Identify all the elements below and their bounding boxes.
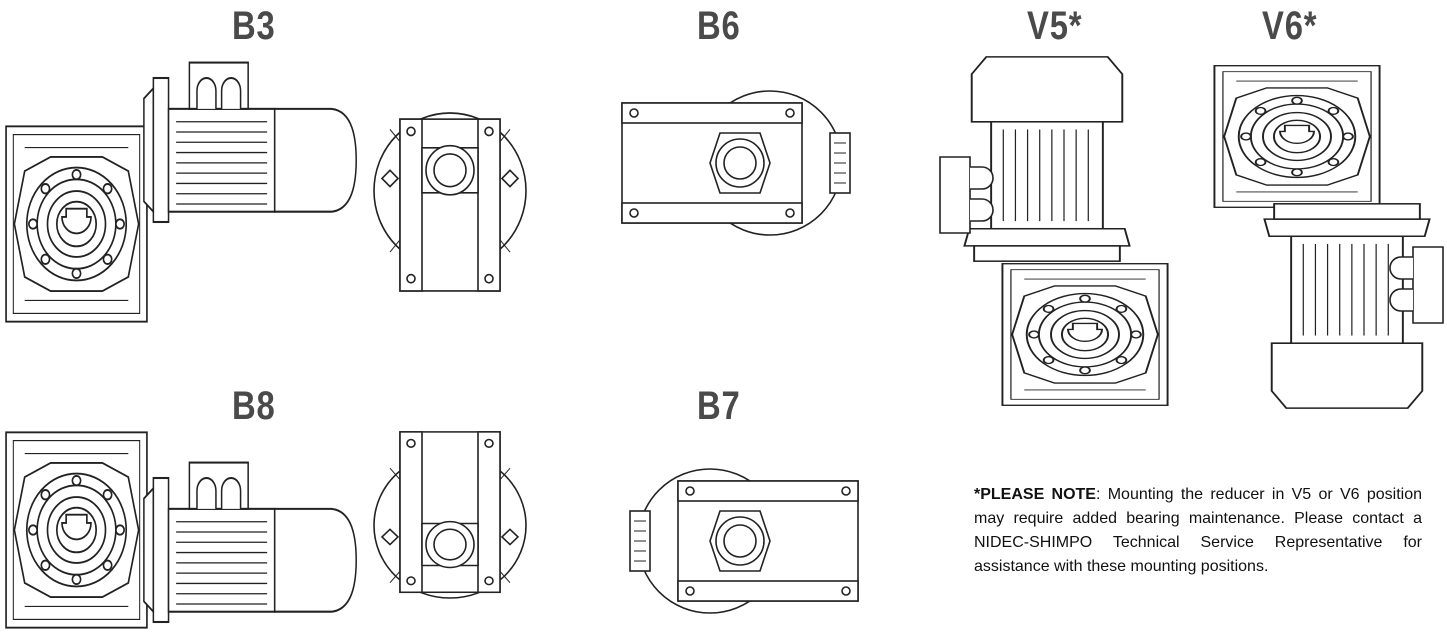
label-v5: V5* [1027, 4, 1083, 48]
v6-gearbox [1212, 64, 1382, 209]
v6-junction-box [1385, 245, 1445, 325]
b7-top-view [620, 466, 860, 616]
b8-motor [142, 460, 360, 640]
note-prefix: *PLEASE NOTE [974, 486, 1096, 503]
b8-end-view [370, 430, 530, 640]
b3-end-view [370, 68, 530, 293]
label-b7: B7 [697, 384, 741, 428]
label-b8: B8 [232, 384, 276, 428]
b6-top-view [620, 88, 860, 238]
label-v6: V6* [1262, 4, 1318, 48]
label-b6: B6 [697, 4, 741, 48]
v5-junction-box [938, 155, 998, 235]
label-b3: B3 [232, 4, 276, 48]
b8-front-gearbox [4, 430, 149, 630]
v5-gearbox [1000, 262, 1170, 407]
b3-front-gearbox [4, 124, 149, 324]
mounting-note: *PLEASE NOTE: Mounting the reducer in V5… [974, 483, 1422, 579]
b3-motor [142, 60, 360, 240]
note-text: : Mounting the reducer in V5 or V6 posit… [974, 486, 1422, 575]
